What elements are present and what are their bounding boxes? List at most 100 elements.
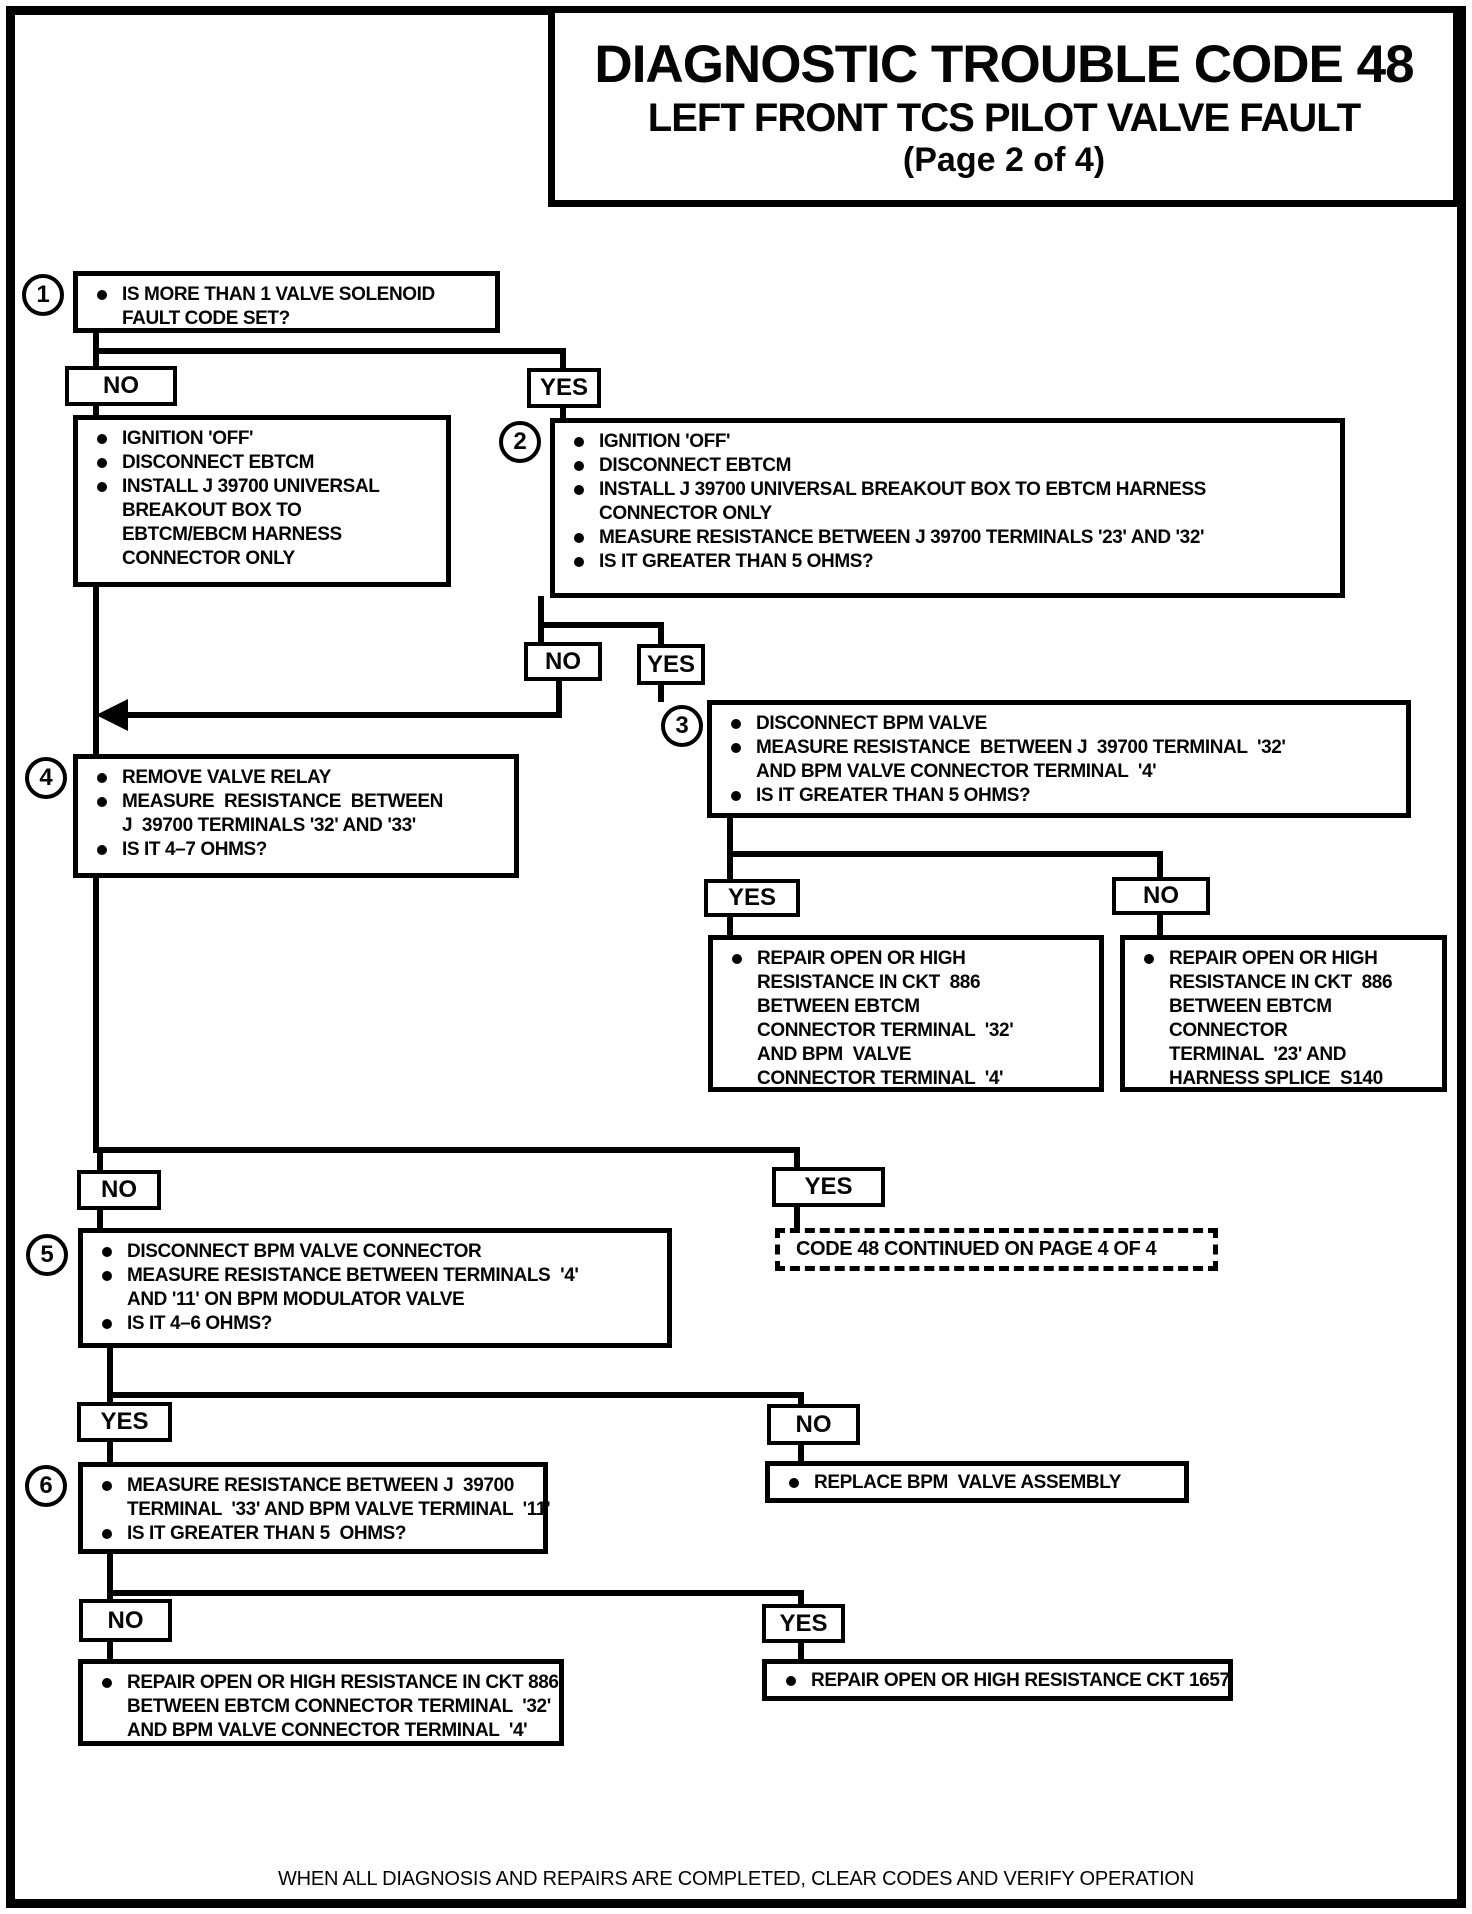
- connector-line: [538, 622, 664, 628]
- branch-label-yes: YES: [637, 644, 705, 685]
- bullet-icon: [102, 1271, 112, 1281]
- step5-box: DISCONNECT BPM VALVE CONNECTOR MEASURE R…: [78, 1228, 672, 1348]
- bullet-icon: [97, 458, 107, 468]
- connector-line: [107, 1594, 113, 1602]
- bullet-icon: [731, 791, 741, 801]
- connector-line: [93, 1147, 800, 1153]
- step-text: MEASURE RESISTANCE BETWEEN J 39700 TERMI…: [599, 527, 1205, 548]
- step-text: REPAIR OPEN OR HIGH RESISTANCE IN CKT 88…: [127, 1672, 559, 1741]
- arrowhead-icon: [96, 699, 128, 731]
- connector-line: [538, 596, 544, 644]
- list-item: DISCONNECT EBTCM: [555, 454, 1336, 478]
- bullet-icon: [786, 1676, 796, 1686]
- connector-line: [658, 622, 664, 646]
- bullet-icon: [574, 461, 584, 471]
- list-item: DISCONNECT BPM VALVE CONNECTOR: [83, 1240, 663, 1264]
- branch-label-no: NO: [767, 1404, 860, 1445]
- step3-box: DISCONNECT BPM VALVE MEASURE RESISTANCE …: [707, 700, 1411, 818]
- list-item: INSTALL J 39700 UNIVERSAL BREAKOUT BOX T…: [78, 475, 442, 571]
- bullet-icon: [102, 1481, 112, 1491]
- connector-line: [107, 1640, 113, 1662]
- bullet-icon: [732, 954, 742, 964]
- connector-line: [97, 1208, 103, 1232]
- list-item: REPAIR OPEN OR HIGH RESISTANCE IN CKT 88…: [83, 1671, 559, 1743]
- connector-line: [1157, 913, 1163, 937]
- list-item: IS IT GREATER THAN 5 OHMS?: [555, 550, 1336, 574]
- step-text: REPAIR OPEN OR HIGH RESISTANCE CKT 1657: [811, 1670, 1230, 1691]
- step-text: REPAIR OPEN OR HIGH RESISTANCE IN CKT 88…: [757, 948, 1014, 1089]
- connector-line: [658, 683, 664, 702]
- step2-box: IGNITION 'OFF' DISCONNECT EBTCM INSTALL …: [550, 418, 1345, 598]
- connector-line: [794, 1151, 800, 1169]
- bullet-icon: [574, 557, 584, 567]
- bullet-icon: [97, 773, 107, 783]
- step-text: IS IT GREATER THAN 5 OHMS?: [756, 785, 1031, 806]
- connector-line: [107, 1392, 804, 1398]
- step-text: DISCONNECT BPM VALVE: [756, 713, 987, 734]
- footer-note: WHEN ALL DIAGNOSIS AND REPAIRS ARE COMPL…: [277, 1868, 1195, 1890]
- list-item: IS IT 4–7 OHMS?: [78, 838, 510, 862]
- connector-line: [727, 915, 733, 937]
- connector-line: [560, 406, 566, 420]
- list-item: MEASURE RESISTANCE BETWEEN J 39700 TERMI…: [555, 526, 1336, 550]
- step-number-circle: 4: [25, 757, 67, 799]
- bullet-icon: [102, 1529, 112, 1539]
- list-item: MEASURE RESISTANCE BETWEEN J 39700 TERMI…: [83, 1474, 551, 1522]
- bullet-icon: [97, 434, 107, 444]
- branch-label-no: NO: [1112, 877, 1210, 915]
- step-text: MEASURE RESISTANCE BETWEEN J 39700 TERMI…: [127, 1475, 551, 1520]
- connector-line: [107, 1440, 113, 1464]
- list-item: IGNITION 'OFF': [555, 430, 1336, 454]
- list-item: MEASURE RESISTANCE BETWEEN J 39700 TERMI…: [78, 790, 510, 838]
- branch-label-yes: YES: [77, 1402, 172, 1442]
- branch-label-yes: YES: [527, 368, 601, 408]
- list-item: IGNITION 'OFF': [78, 427, 442, 451]
- connector-line: [93, 585, 99, 756]
- list-item: REPAIR OPEN OR HIGH RESISTANCE CKT 1657: [767, 1669, 1230, 1693]
- bullet-icon: [574, 533, 584, 543]
- connector-line: [727, 851, 1163, 857]
- connector-line: [798, 1594, 804, 1607]
- connector-line: [798, 1641, 804, 1661]
- step-text: IS MORE THAN 1 VALVE SOLENOID FAULT CODE…: [122, 284, 435, 329]
- step-text: INSTALL J 39700 UNIVERSAL BREAKOUT BOX T…: [122, 476, 380, 569]
- bullet-icon: [731, 743, 741, 753]
- branch-label-yes: YES: [704, 879, 800, 917]
- repair-ckt886-bottom-box: REPAIR OPEN OR HIGH RESISTANCE IN CKT 88…: [78, 1659, 564, 1746]
- step-text: REPLACE BPM VALVE ASSEMBLY: [814, 1472, 1121, 1493]
- page-subtitle: LEFT FRONT TCS PILOT VALVE FAULT: [647, 95, 1361, 140]
- continue-note-text: CODE 48 CONTINUED ON PAGE 4 OF 4: [796, 1238, 1157, 1260]
- connector-line: [97, 1151, 103, 1172]
- branch-label-no: NO: [65, 366, 177, 406]
- list-item: REPLACE BPM VALVE ASSEMBLY: [770, 1471, 1180, 1495]
- list-item: IS IT GREATER THAN 5 OHMS?: [83, 1522, 539, 1546]
- step-text: INSTALL J 39700 UNIVERSAL BREAKOUT BOX T…: [599, 479, 1206, 524]
- step-text: IS IT GREATER THAN 5 OHMS?: [127, 1523, 407, 1544]
- branch-label-no: NO: [77, 1170, 161, 1210]
- connector-line: [107, 1590, 804, 1596]
- step-text: DISCONNECT EBTCM: [599, 455, 792, 476]
- step-text: IS IT 4–6 OHMS?: [127, 1313, 272, 1334]
- step-text: DISCONNECT BPM VALVE CONNECTOR: [127, 1241, 482, 1262]
- list-item: IS IT GREATER THAN 5 OHMS?: [712, 784, 1402, 808]
- bullet-icon: [102, 1678, 112, 1688]
- connector-line: [107, 1552, 113, 1594]
- branch-label-yes: YES: [772, 1167, 885, 1207]
- repair-ckt1657-box: REPAIR OPEN OR HIGH RESISTANCE CKT 1657: [762, 1659, 1233, 1701]
- branch-label-yes: YES: [762, 1604, 845, 1643]
- branch-label-no: NO: [524, 642, 602, 681]
- page-title: DIAGNOSTIC TROUBLE CODE 48: [594, 34, 1414, 94]
- repair-ckt886-bpm-box: REPAIR OPEN OR HIGH RESISTANCE IN CKT 88…: [708, 935, 1104, 1092]
- step-text: IS IT 4–7 OHMS?: [122, 839, 267, 860]
- bullet-icon: [97, 845, 107, 855]
- connector-line: [93, 348, 566, 354]
- step-text: REMOVE VALVE RELAY: [122, 767, 331, 788]
- step-number-circle: 6: [25, 1465, 67, 1507]
- step-text: IS IT GREATER THAN 5 OHMS?: [599, 551, 874, 572]
- connector-line: [794, 1205, 800, 1230]
- connector-line: [798, 1443, 804, 1463]
- list-item: MEASURE RESISTANCE BETWEEN TERMINALS '4'…: [83, 1264, 663, 1312]
- bullet-icon: [97, 290, 107, 300]
- page-number: (Page 2 of 4): [902, 140, 1106, 179]
